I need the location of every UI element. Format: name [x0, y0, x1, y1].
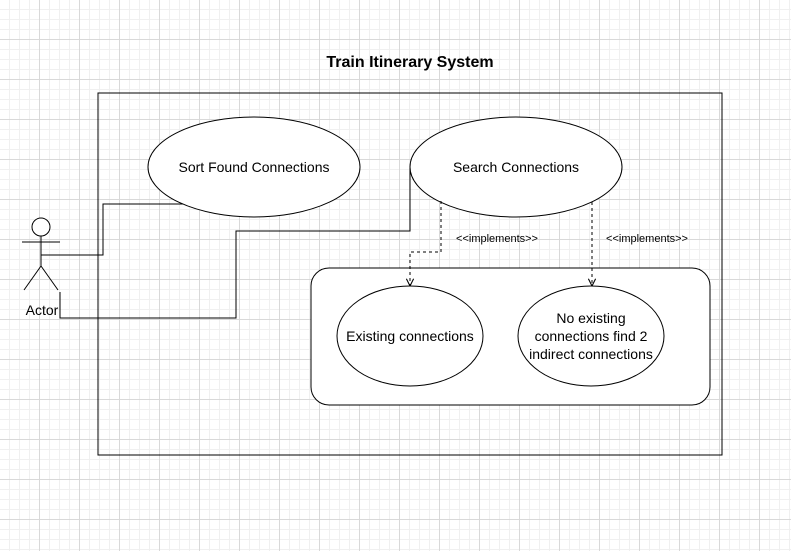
association-search[interactable]: [59, 168, 411, 319]
actor-head: [31, 217, 51, 237]
use-case-search-connections[interactable]: [409, 116, 623, 218]
use-case-existing-label: Existing connections: [346, 328, 474, 344]
association-sort[interactable]: [41, 203, 188, 256]
actor-figure[interactable]: [22, 217, 60, 291]
diagram-title: Train Itinerary System: [326, 54, 493, 71]
actor-left-leg: [23, 265, 42, 291]
actor-label: Actor: [26, 302, 59, 318]
use-case-sort-found-connections[interactable]: [147, 116, 361, 218]
use-case-indirect-label-line-2: connections find 2: [535, 328, 648, 344]
implements-label-2: <<implements>>: [606, 233, 688, 245]
use-case-indirect-label-line-3: indirect connections: [529, 346, 653, 362]
use-case-indirect-connections[interactable]: [517, 285, 665, 387]
system-boundary[interactable]: [97, 92, 723, 456]
use-case-sort-label: Sort Found Connections: [179, 159, 330, 175]
implements-arrow-existing[interactable]: [410, 201, 442, 286]
use-case-existing-connections[interactable]: [336, 285, 484, 387]
implements-label-1: <<implements>>: [456, 233, 538, 245]
actor-right-leg: [40, 265, 59, 291]
use-case-indirect-label-line-1: No existing: [556, 310, 625, 326]
use-case-search-label: Search Connections: [453, 159, 579, 175]
